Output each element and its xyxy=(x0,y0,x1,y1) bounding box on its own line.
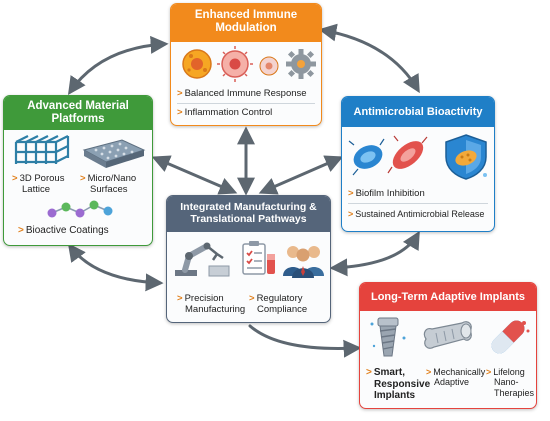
materials-item-3: >Bioactive Coatings xyxy=(18,225,109,237)
chevron-right-icon: > xyxy=(366,367,372,378)
antimicrobial-item-1: >Biofilm Inhibition xyxy=(348,188,425,200)
materials-item-3-label: Bioactive Coatings xyxy=(25,225,109,236)
chevron-right-icon: > xyxy=(12,173,18,184)
materials-item-2-line2: Surfaces xyxy=(90,183,128,195)
chevron-right-icon: > xyxy=(18,225,24,236)
manufacturing-item-2-line2: Compliance xyxy=(257,303,308,315)
arrow-manufacturing-antimicrobial-low xyxy=(329,230,420,277)
implants-item-3-line3: Therapies xyxy=(494,387,535,398)
immune-item-1: >Balanced Immune Response xyxy=(177,88,307,100)
implants-item-1-line3: Implants xyxy=(374,390,416,401)
node-immune-modulation: Enhanced Immune Modulation >Balanced Imm… xyxy=(170,3,322,126)
manufacturing-item-1-line1: Precision xyxy=(184,293,224,304)
people-icon xyxy=(283,246,324,278)
chevron-right-icon: > xyxy=(249,293,255,304)
capsule-icon xyxy=(491,320,530,354)
implants-item-2-line1: Mechanically xyxy=(433,367,486,377)
node-antimicrobial-header: Antimicrobial Bioactivity xyxy=(342,97,494,127)
materials-item-2-line1: Micro/Nano xyxy=(87,173,137,184)
manufacturing-item-2-line1: Regulatory xyxy=(256,293,303,304)
materials-item-1-line1: 3D Porous xyxy=(19,173,65,184)
node-implants-title: Long-Term Adaptive Implants xyxy=(370,291,525,303)
node-immune-header: Enhanced Immune Modulation xyxy=(171,4,321,42)
node-manufacturing-title-line2: Translational Pathways xyxy=(190,213,307,226)
chevron-right-icon: > xyxy=(177,107,183,118)
node-manufacturing-header: Integrated Manufacturing & Translational… xyxy=(167,196,330,232)
immune-item-2: >Inflammation Control xyxy=(177,107,273,119)
molecule-icon xyxy=(47,200,113,218)
node-implants-header: Long-Term Adaptive Implants xyxy=(360,283,536,311)
robot-arm-icon xyxy=(175,242,230,277)
node-materials-title-line1: Advanced Material xyxy=(27,100,129,112)
immune-item-2-label: Inflammation Control xyxy=(184,107,273,118)
node-materials-header: Advanced Material Platforms xyxy=(4,96,152,130)
immune-item-1-label: Balanced Immune Response xyxy=(184,88,307,99)
arrow-manufacturing-antimicrobial xyxy=(258,155,344,195)
node-antimicrobial-title: Antimicrobial Bioactivity xyxy=(353,106,483,118)
immune-divider xyxy=(177,103,315,104)
chevron-right-icon: > xyxy=(177,293,183,304)
chevron-right-icon: > xyxy=(80,173,86,184)
chevron-right-icon: > xyxy=(177,88,183,99)
chevron-right-icon: > xyxy=(348,188,354,199)
implants-item-2-line2: Adaptive xyxy=(434,377,470,388)
implants-item-3-line2: Nano- xyxy=(494,377,519,388)
node-materials-title-line2: Platforms xyxy=(51,113,105,126)
immune-cells-icon xyxy=(182,46,279,82)
implants-item-3-line1: Lifelong xyxy=(493,367,525,377)
chevron-right-icon: > xyxy=(348,209,354,219)
antimicrobial-item-1-label: Biofilm Inhibition xyxy=(355,188,425,199)
arrow-materials-bottom xyxy=(67,243,164,292)
node-manufacturing: Integrated Manufacturing & Translational… xyxy=(166,195,331,323)
arrow-immune-materials xyxy=(67,35,169,95)
chevron-right-icon: > xyxy=(426,367,432,377)
dental-implant-icon xyxy=(370,317,406,357)
arrow-immune-antimicrobial xyxy=(318,23,420,94)
antimicrobial-divider xyxy=(348,203,488,204)
bone-scaffold-icon xyxy=(423,321,472,349)
node-manufacturing-title-line1: Integrated Manufacturing & xyxy=(180,201,317,213)
node-immune-title-line2: Modulation xyxy=(215,22,277,35)
bacteria-icon xyxy=(348,135,428,176)
implants-item-1-line1: Smart, xyxy=(373,367,405,378)
lattice-icon xyxy=(14,135,70,164)
gear-icon xyxy=(286,49,316,79)
shield-icon xyxy=(445,134,487,180)
chevron-right-icon: > xyxy=(486,367,492,377)
node-antimicrobial: Antimicrobial Bioactivity >Biofilm Inhib… xyxy=(341,96,495,232)
materials-item-1-line2: Lattice xyxy=(22,183,50,195)
implants-item-1-line2: Responsive xyxy=(374,378,431,390)
nano-surface-icon xyxy=(82,139,146,168)
antimicrobial-item-2: >Sustained Antimicrobial Release xyxy=(348,209,484,219)
manufacturing-item-1-line2: Manufacturing xyxy=(185,303,246,315)
arrow-manufacturing-implants xyxy=(248,324,362,358)
checklist-icon xyxy=(242,241,275,275)
antimicrobial-item-2-label: Sustained Antimicrobial Release xyxy=(355,209,485,219)
arrow-materials-manufacturing xyxy=(151,155,238,195)
node-adaptive-implants: Long-Term Adaptive Implants >Smart,Respo… xyxy=(359,282,537,409)
node-immune-title-line1: Enhanced Immune xyxy=(194,9,298,21)
